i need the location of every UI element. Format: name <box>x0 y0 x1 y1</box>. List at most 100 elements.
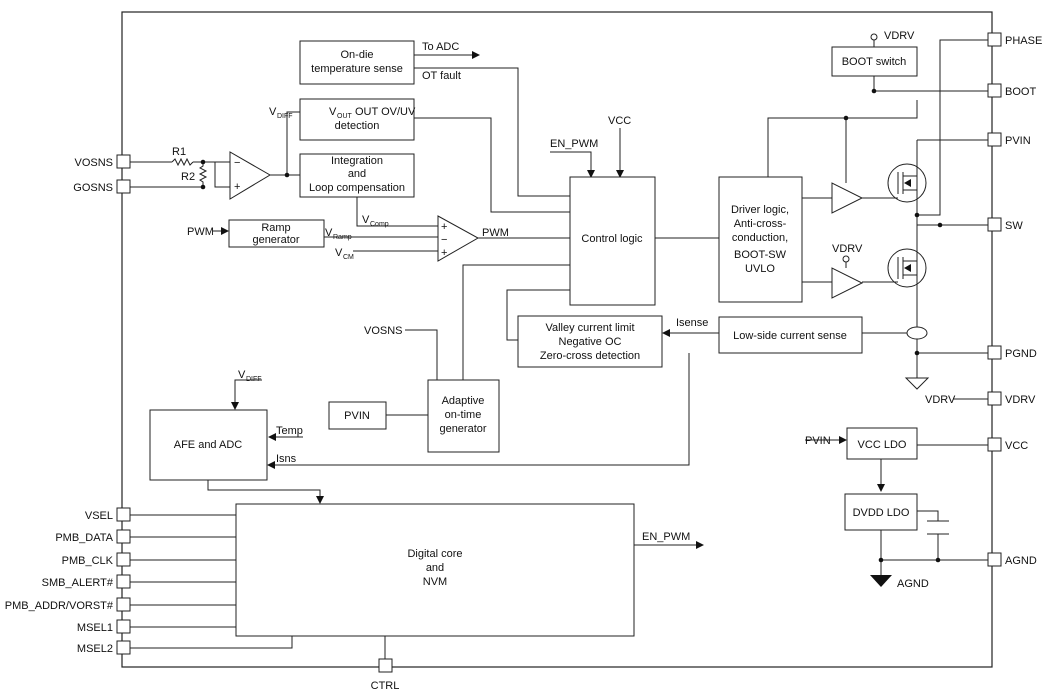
integration-line3: Loop compensation <box>309 182 405 194</box>
pvin-ldo-label: PVIN <box>805 435 831 447</box>
ot-fault-label: OT fault <box>422 70 461 82</box>
adaptive-line3: generator <box>439 423 486 435</box>
pin-msel1-label: MSEL1 <box>77 622 113 634</box>
block-ovuv: V OUT OUT OV/UV detection <box>299 98 416 141</box>
pin-agnd <box>987 552 1002 567</box>
amp-minus: − <box>234 157 240 169</box>
pin-phase <box>987 32 1002 47</box>
pin-ctrl-label: CTRL <box>371 680 400 692</box>
pin-pvin <box>987 132 1002 147</box>
adaptive-line2: on-time <box>445 409 482 421</box>
valley-line1: Valley current limit <box>545 322 634 334</box>
afe-label: AFE and ADC <box>174 439 243 451</box>
low-side-gate-driver <box>831 267 864 299</box>
pwm-output-label: PWM <box>482 227 509 239</box>
dvdd-ldo-label: DVDD LDO <box>853 507 910 519</box>
pin-gosns-label: GOSNS <box>73 182 113 194</box>
pin-vosns <box>116 154 131 169</box>
vosns-signal-label: VOSNS <box>364 325 403 337</box>
block-integration: Integration and Loop compensation <box>299 153 415 198</box>
pin-agnd-label: AGND <box>1005 555 1037 567</box>
pin-pmb-clk-label: PMB_CLK <box>62 555 114 567</box>
isns-label: Isns <box>276 453 297 465</box>
pin-sw <box>987 217 1002 232</box>
block-driver-logic: Driver logic, Anti-cross- conduction, BO… <box>718 176 803 303</box>
pin-pvin-label: PVIN <box>1005 135 1031 147</box>
driver-line5: UVLO <box>745 263 775 275</box>
decoupling-capacitor <box>927 520 949 535</box>
temp-sense-line1: On-die <box>340 49 373 61</box>
pin-msel2 <box>116 640 131 655</box>
comp-minus: − <box>441 234 447 246</box>
lowside-label: Low-side current sense <box>733 330 847 342</box>
amp-plus: + <box>234 181 240 193</box>
valley-line2: Negative OC <box>559 336 622 348</box>
comp-plus: + <box>441 221 447 233</box>
pin-pgnd-label: PGND <box>1005 348 1037 360</box>
block-afe: AFE and ADC <box>149 409 268 481</box>
driver-line3: conduction, <box>732 232 788 244</box>
vcm-label: V <box>335 247 343 259</box>
low-side-mosfet <box>887 248 927 288</box>
vramp-label: V <box>325 227 333 239</box>
vdrv-top-terminal <box>870 33 878 41</box>
high-side-mosfet <box>887 163 927 203</box>
vdiff-label-top: V <box>269 106 277 118</box>
block-vcc-ldo: VCC LDO <box>846 427 918 460</box>
en-pwm-out-label: EN_PWM <box>642 531 690 543</box>
wires <box>130 39 988 659</box>
vcomp-sub: Comp <box>370 221 389 228</box>
pin-ctrl <box>378 658 393 673</box>
digital-line2: and <box>426 562 444 574</box>
agnd-ground-symbol <box>870 575 892 587</box>
en-pwm-in-label: EN_PWM <box>550 138 598 150</box>
chip-outline <box>121 11 993 668</box>
vcm-sub: CM <box>343 254 354 261</box>
pin-vcc-label: VCC <box>1005 440 1028 452</box>
ovuv-v-sub: OUT <box>337 113 353 120</box>
driver-line1: Driver logic, <box>731 204 789 216</box>
vdiff-sub-afe: DIFF <box>246 376 262 383</box>
ovuv-v: V <box>329 106 337 118</box>
driver-line2: Anti-cross- <box>734 218 787 230</box>
block-ramp: Ramp generator <box>228 219 325 248</box>
pin-msel1 <box>116 619 131 634</box>
vdrv-top-label: VDRV <box>884 30 915 42</box>
right-pins: PHASE BOOT PVIN SW PGND VDRV VCC AGND <box>987 32 1042 567</box>
vdrv-right-label: VDRV <box>925 394 956 406</box>
comp-plus-2: + <box>441 247 447 259</box>
junctions <box>200 88 943 563</box>
pin-vdrv <box>987 391 1002 406</box>
agnd-symbol-label: AGND <box>897 578 929 590</box>
ovuv-line1: OUT OV/UV <box>355 106 416 118</box>
integration-line2: and <box>348 168 366 180</box>
block-pvin: PVIN <box>328 401 387 430</box>
pin-vcc <box>987 437 1002 452</box>
vdiff-label-afe: V <box>238 369 246 381</box>
pvin-box-label: PVIN <box>344 410 370 422</box>
isense-label: Isense <box>676 317 708 329</box>
pwm-comparator: + − + <box>437 215 480 262</box>
block-valley: Valley current limit Negative OC Zero-cr… <box>517 315 663 368</box>
adaptive-line1: Adaptive <box>442 395 485 407</box>
pin-vsel-label: VSEL <box>85 510 113 522</box>
bottom-pin: CTRL <box>371 658 400 692</box>
temp-sense-line2: temperature sense <box>311 63 403 75</box>
ramp-line2: generator <box>252 234 299 246</box>
digital-line1: Digital core <box>407 548 462 560</box>
pin-pmb-data <box>116 529 131 544</box>
vcc-ldo-label: VCC LDO <box>858 439 907 451</box>
r2-label: R2 <box>181 171 195 183</box>
vramp-sub: Ramp <box>333 234 352 241</box>
temp-label: Temp <box>276 425 303 437</box>
control-label: Control logic <box>581 233 643 245</box>
r1-label: R1 <box>172 146 186 158</box>
pin-phase-label: PHASE <box>1005 35 1042 47</box>
integration-line1: Integration <box>331 155 383 167</box>
vdiff-sub-top: DIFF <box>277 113 293 120</box>
pin-gosns <box>116 179 131 194</box>
pin-pgnd <box>987 345 1002 360</box>
pin-boot-label: BOOT <box>1005 86 1036 98</box>
to-adc-label: To ADC <box>422 41 459 53</box>
high-side-gate-driver <box>831 182 864 214</box>
